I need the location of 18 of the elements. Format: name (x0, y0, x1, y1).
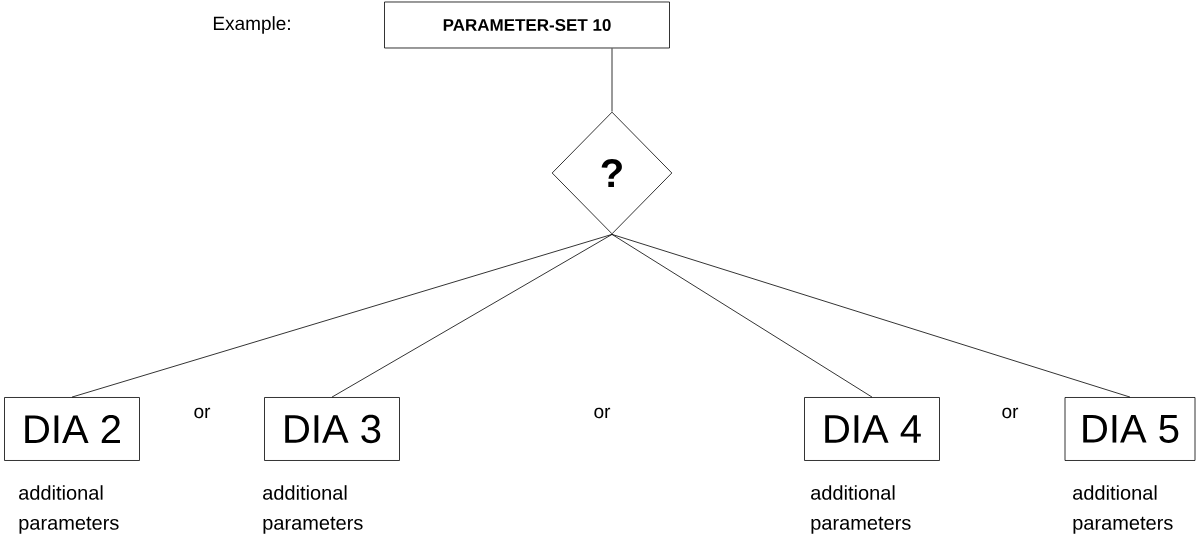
caption-text: additional parameters (811, 485, 911, 534)
connector-word: or (594, 407, 611, 419)
connector-word: or (194, 407, 211, 419)
caption-text: additional parameters (19, 485, 119, 534)
connector-line (611, 234, 1131, 398)
caption-text: additional parameters (263, 485, 363, 534)
connector-line (71, 234, 613, 398)
connector-line (611, 48, 613, 112)
title-box: PARAMETER-SET 10 (384, 1, 670, 49)
process-box: DIA 4 (804, 397, 940, 461)
process-box: DIA 5 (1064, 397, 1196, 461)
process-box: DIA 3 (264, 397, 400, 461)
process-box: DIA 2 (4, 397, 140, 461)
caption-text: additional parameters (1073, 485, 1173, 534)
connector-line (331, 234, 613, 398)
connector-word: or (1002, 407, 1019, 419)
caption-text: Example: (213, 16, 290, 34)
connector-line (611, 234, 873, 398)
